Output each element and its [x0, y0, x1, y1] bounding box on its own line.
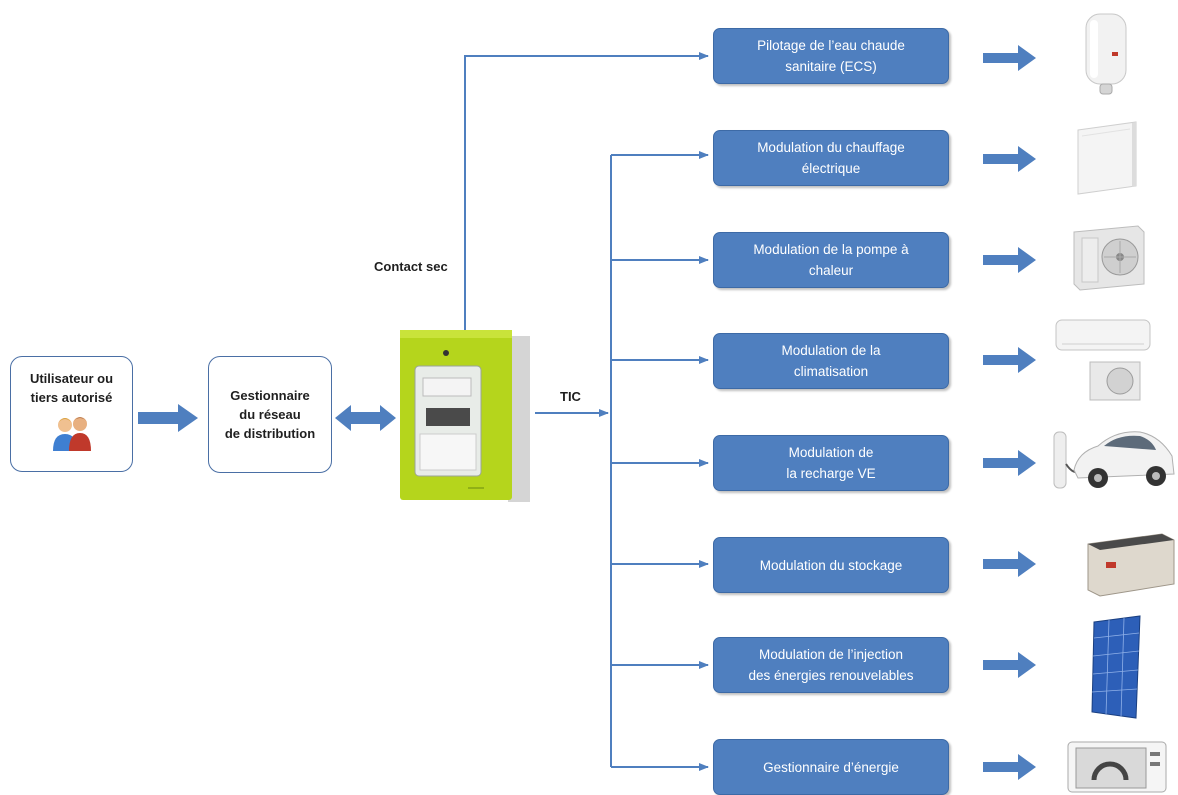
action-box-heating: Modulation du chauffage électrique	[713, 130, 949, 186]
contact-sec-line	[464, 52, 709, 330]
electric-heater-icon	[1077, 121, 1137, 195]
action-label-ev-charging: Modulation de la recharge VE	[786, 445, 876, 481]
action-box-air-conditioning: Modulation de la climatisation	[713, 333, 949, 389]
action-box-storage: Modulation du stockage	[713, 537, 949, 593]
battery-icon	[1087, 533, 1175, 597]
electric-car-icon	[1053, 431, 1175, 489]
action-label-ecs: Pilotage de l’eau chaude sanitaire (ECS)	[757, 38, 905, 74]
tic-label: TIC	[560, 389, 581, 404]
solar-panel-icon	[1091, 615, 1141, 719]
air-conditioner-icon	[1055, 319, 1151, 401]
action-box-energy-manager: Gestionnaire d’énergie	[713, 739, 949, 795]
grid-manager-label: Gestionnaire du réseau de distribution	[224, 388, 316, 441]
action-box-ecs: Pilotage de l’eau chaude sanitaire (ECS)	[713, 28, 949, 84]
contact-sec-label: Contact sec	[374, 259, 448, 274]
device-arrow-6	[983, 551, 1036, 577]
grid-meter-double-arrow	[335, 405, 396, 431]
device-arrow-2	[983, 146, 1036, 172]
device-arrow-4	[983, 347, 1036, 373]
users-icon	[52, 417, 91, 451]
action-label-heating: Modulation du chauffage électrique	[757, 140, 905, 176]
device-arrow-1	[983, 45, 1036, 71]
action-label-heat-pump: Modulation de la pompe à chaleur	[753, 242, 909, 278]
heat-pump-icon	[1073, 225, 1145, 291]
energy-display-icon	[1067, 741, 1167, 793]
user-to-grid-arrow	[138, 404, 198, 432]
smart-meter-icon	[400, 330, 530, 502]
device-arrow-7	[983, 652, 1036, 678]
water-heater-icon	[1085, 13, 1127, 95]
action-box-heat-pump: Modulation de la pompe à chaleur	[713, 232, 949, 288]
action-label-air-conditioning: Modulation de la climatisation	[781, 343, 881, 379]
action-label-energy-manager: Gestionnaire d’énergie	[763, 759, 899, 775]
action-box-renewables: Modulation de l’injection des énergies r…	[713, 637, 949, 693]
user-box: Utilisateur ou tiers autorisé	[10, 356, 133, 472]
device-arrow-8	[983, 754, 1036, 780]
grid-manager-box: Gestionnaire du réseau de distribution	[208, 356, 332, 473]
action-box-ev-charging: Modulation de la recharge VE	[713, 435, 949, 491]
user-box-label: Utilisateur ou tiers autorisé	[29, 371, 114, 405]
action-label-renewables: Modulation de l’injection des énergies r…	[748, 647, 914, 683]
device-arrow-3	[983, 247, 1036, 273]
device-arrow-5	[983, 450, 1036, 476]
action-label-storage: Modulation du stockage	[759, 557, 903, 573]
